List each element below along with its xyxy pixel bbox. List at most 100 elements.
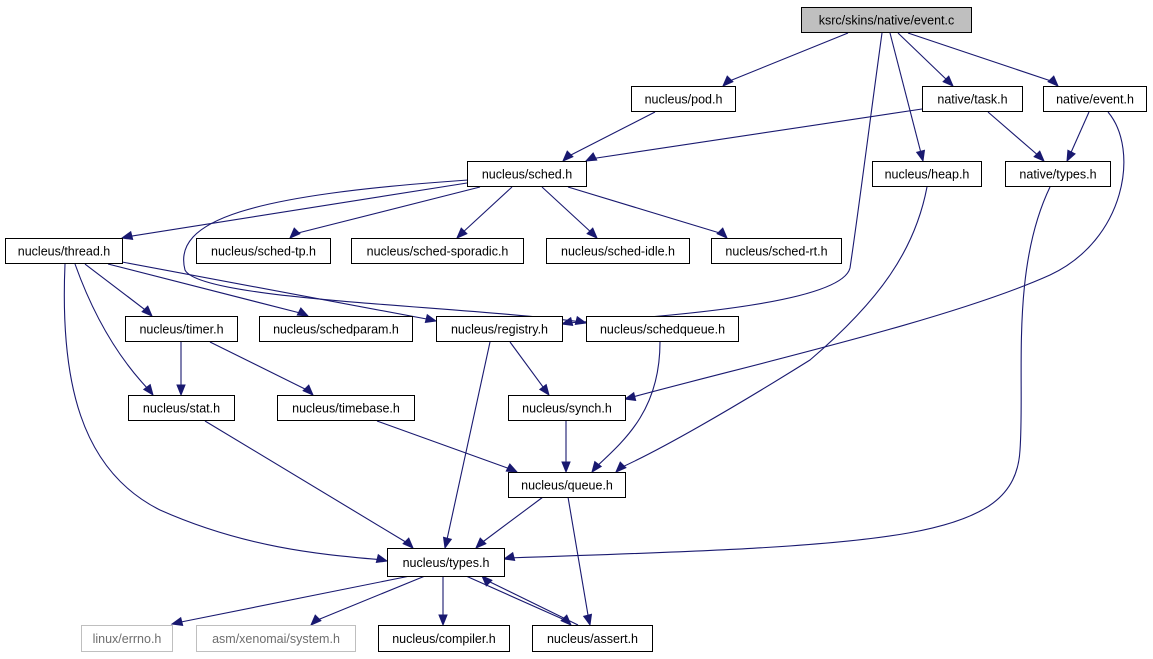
edge-synch_h-to-queue_h bbox=[561, 421, 571, 474]
edge-queue_h-to-assert_h bbox=[567, 496, 593, 627]
edge-sched_h-to-sched_tp_h bbox=[289, 186, 481, 239]
edge-line bbox=[293, 186, 481, 235]
arrowhead bbox=[456, 227, 468, 239]
node-synch-h[interactable]: nucleus/synch.h bbox=[508, 395, 626, 421]
edge-timebase_h-to-queue_h bbox=[376, 420, 519, 473]
node-box bbox=[508, 472, 626, 498]
node-label: nucleus/sched-sporadic.h bbox=[367, 245, 509, 259]
arrowhead bbox=[538, 383, 550, 397]
node-sched-sporadic-h[interactable]: nucleus/sched-sporadic.h bbox=[351, 238, 524, 264]
node-box bbox=[259, 316, 413, 342]
node-native-types-h[interactable]: native/types.h bbox=[1005, 161, 1111, 187]
edge-assert_h-to-types_h bbox=[481, 575, 579, 626]
edge-line bbox=[567, 186, 724, 235]
edge-line bbox=[63, 263, 384, 561]
node-label: nucleus/registry.h bbox=[451, 323, 548, 337]
node-box bbox=[922, 86, 1023, 112]
arrowhead bbox=[722, 75, 734, 87]
arrowhead bbox=[142, 383, 154, 397]
node-errno-h: linux/errno.h bbox=[81, 625, 173, 652]
edge-registry_h-to-types_h bbox=[442, 341, 491, 550]
node-timebase-h[interactable]: nucleus/timebase.h bbox=[277, 395, 415, 421]
edge-sched_h-to-sched_idle_h bbox=[541, 186, 598, 239]
node-box bbox=[532, 625, 653, 652]
node-sched-rt-h[interactable]: nucleus/sched-rt.h bbox=[711, 238, 842, 264]
node-label: nucleus/sched-rt.h bbox=[725, 245, 827, 259]
node-box bbox=[128, 395, 235, 421]
node-heap-h[interactable]: nucleus/heap.h bbox=[872, 161, 982, 187]
edges-layer bbox=[63, 32, 1125, 627]
node-box bbox=[196, 625, 356, 652]
edge-types_h-to-assert_h bbox=[465, 575, 572, 626]
edge-line bbox=[376, 420, 514, 471]
node-label: nucleus/thread.h bbox=[18, 245, 110, 259]
edge-line bbox=[314, 575, 426, 622]
node-label: nucleus/synch.h bbox=[522, 402, 612, 416]
node-thread-h[interactable]: nucleus/thread.h bbox=[5, 238, 123, 264]
edge-line bbox=[565, 32, 883, 324]
edge-line bbox=[84, 263, 149, 313]
node-pod-h[interactable]: nucleus/pod.h bbox=[631, 86, 736, 112]
node-label: nucleus/pod.h bbox=[645, 93, 723, 107]
edge-line bbox=[541, 186, 594, 235]
node-schedqueue-h[interactable]: nucleus/schedqueue.h bbox=[586, 316, 739, 342]
edge-schedqueue_h-to-queue_h bbox=[591, 341, 661, 474]
node-box bbox=[1043, 86, 1147, 112]
edge-line bbox=[726, 32, 849, 83]
node-registry-h[interactable]: nucleus/registry.h bbox=[436, 316, 563, 342]
arrowhead bbox=[915, 149, 926, 163]
edge-line bbox=[897, 32, 950, 83]
node-sched-h[interactable]: nucleus/sched.h bbox=[467, 161, 587, 187]
arrowhead bbox=[561, 461, 571, 474]
node-assert-h[interactable]: nucleus/assert.h bbox=[532, 625, 653, 652]
edge-queue_h-to-types_h bbox=[475, 496, 544, 549]
node-event-c[interactable]: ksrc/skins/native/event.c bbox=[801, 7, 972, 33]
node-queue-h[interactable]: nucleus/queue.h bbox=[508, 472, 626, 498]
edge-sched_h-to-thread_h bbox=[120, 182, 468, 241]
node-task-h[interactable]: native/task.h bbox=[922, 86, 1023, 112]
arrowhead bbox=[716, 227, 728, 239]
arrowhead bbox=[176, 384, 186, 397]
node-native-event-h[interactable]: native/event.h bbox=[1043, 86, 1147, 112]
arrowhead bbox=[591, 460, 603, 474]
node-stat-h[interactable]: nucleus/stat.h bbox=[128, 395, 235, 421]
node-box bbox=[378, 625, 510, 652]
edge-types_h-to-compiler_h bbox=[438, 576, 448, 627]
edge-line bbox=[445, 341, 491, 545]
arrowhead bbox=[289, 227, 301, 239]
arrowhead bbox=[615, 461, 627, 473]
edge-line bbox=[889, 32, 923, 158]
node-sched-tp-h[interactable]: nucleus/sched-tp.h bbox=[196, 238, 331, 264]
node-label: linux/errno.h bbox=[93, 632, 162, 646]
node-label: asm/xenomai/system.h bbox=[212, 632, 340, 646]
node-box bbox=[586, 316, 739, 342]
arrowhead bbox=[141, 305, 153, 317]
edge-line bbox=[987, 111, 1041, 158]
node-label: nucleus/timebase.h bbox=[292, 402, 400, 416]
edge-line bbox=[589, 108, 923, 160]
edge-heap_h-to-queue_h bbox=[615, 186, 928, 473]
arrowhead bbox=[1033, 150, 1045, 162]
edge-native_event_h-to-native_types_h bbox=[1066, 111, 1090, 163]
node-label: native/types.h bbox=[1019, 168, 1096, 182]
edge-thread_h-to-timer_h bbox=[84, 263, 153, 317]
node-schedparam-h[interactable]: nucleus/schedparam.h bbox=[259, 316, 413, 342]
arrowhead bbox=[502, 551, 516, 562]
edge-line bbox=[107, 263, 305, 315]
edge-thread_h-to-stat_h bbox=[74, 263, 154, 397]
node-timer-h[interactable]: nucleus/timer.h bbox=[125, 316, 238, 342]
node-types-h[interactable]: nucleus/types.h bbox=[387, 548, 505, 577]
node-label: nucleus/sched-tp.h bbox=[211, 245, 316, 259]
node-label: nucleus/compiler.h bbox=[392, 632, 496, 646]
node-sched-idle-h[interactable]: nucleus/sched-idle.h bbox=[546, 238, 690, 264]
edge-line bbox=[567, 496, 590, 622]
arrowhead bbox=[505, 463, 519, 473]
arrowhead bbox=[623, 391, 637, 402]
node-box bbox=[125, 316, 238, 342]
edge-event_c-to-native_event_h bbox=[907, 32, 1059, 87]
node-compiler-h[interactable]: nucleus/compiler.h bbox=[378, 625, 510, 652]
edge-line bbox=[507, 186, 1051, 559]
arrowhead bbox=[584, 152, 598, 162]
edge-line bbox=[209, 341, 310, 392]
